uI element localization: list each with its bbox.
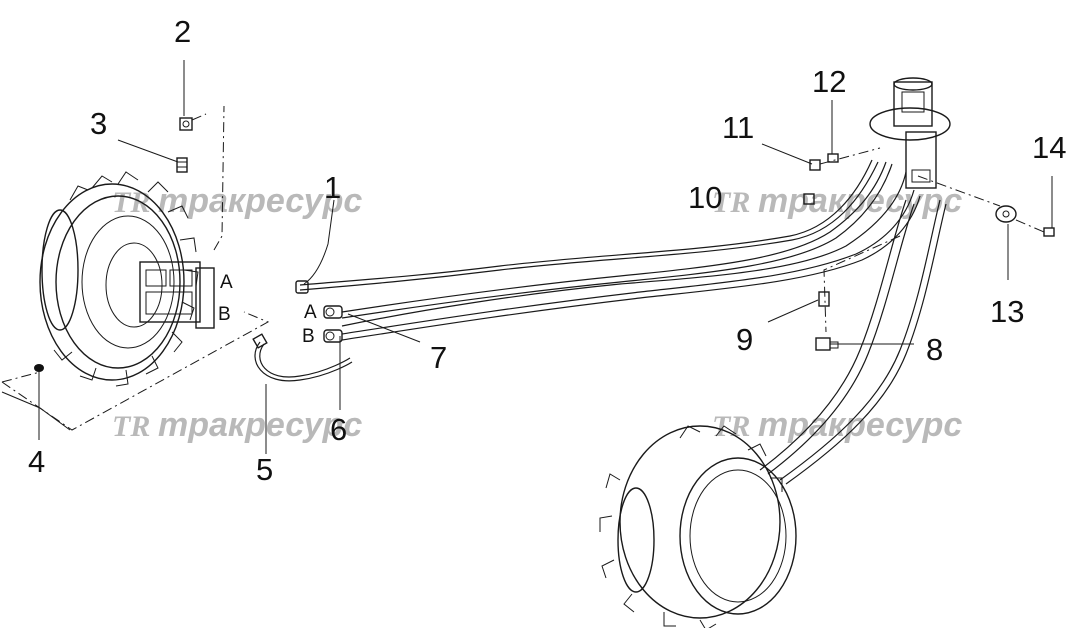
- callout-9: 9: [736, 322, 753, 357]
- right-travel-motor: [599, 425, 797, 628]
- watermark-text: тракресурс: [158, 182, 362, 220]
- watermark-left-bottom: TR тракресурс: [112, 406, 362, 444]
- callout-14: 14: [1032, 130, 1066, 165]
- hose-bundle-upper: [295, 159, 879, 294]
- watermark-logo: TR: [712, 410, 750, 443]
- clamp-13: [995, 205, 1017, 223]
- plug-4: [34, 364, 44, 372]
- watermark-logo: TR: [112, 186, 150, 219]
- bolt-14: [1015, 219, 1055, 237]
- sprocket-teeth: [53, 171, 199, 387]
- hose-6: [323, 189, 921, 343]
- fitting-11: [809, 147, 881, 171]
- callout-6: 6: [330, 412, 347, 447]
- fitting-10: [803, 193, 815, 205]
- fitting-2-elbow: [179, 113, 207, 131]
- port-label-hose-a: A: [304, 302, 317, 323]
- callout-3: 3: [90, 106, 107, 141]
- leader-lines: [38, 60, 1053, 454]
- hose-5: [252, 333, 353, 382]
- callout-5: 5: [256, 452, 273, 487]
- watermark-text: тракресурс: [158, 406, 362, 444]
- callout-7: 7: [430, 340, 447, 375]
- watermark-logo: TR: [112, 410, 150, 443]
- callout-2: 2: [174, 14, 191, 49]
- callout-12: 12: [812, 64, 846, 99]
- callout-10: 10: [688, 180, 722, 215]
- port-label-left-b: B: [218, 304, 231, 325]
- callout-13: 13: [990, 294, 1024, 329]
- callout-4: 4: [28, 444, 45, 479]
- swivel-joint: [869, 77, 1001, 207]
- hose-7: [323, 161, 907, 327]
- watermark-right-bottom: TR тракресурс: [712, 406, 962, 444]
- port-label-left-a: A: [220, 272, 233, 293]
- fitting-3-adapter: [176, 157, 188, 173]
- watermark-left-top: TR тракресурс: [112, 182, 362, 220]
- callout-1: 1: [324, 170, 341, 205]
- left-travel-motor: [1, 105, 270, 431]
- port-label-hose-b: B: [302, 326, 315, 347]
- hose-bundle-down: [759, 199, 947, 485]
- callout-11: 11: [722, 110, 754, 145]
- fitting-9: [818, 291, 830, 307]
- watermark-logo: TR: [712, 186, 750, 219]
- fitting-12: [827, 153, 839, 163]
- callout-8: 8: [926, 332, 943, 367]
